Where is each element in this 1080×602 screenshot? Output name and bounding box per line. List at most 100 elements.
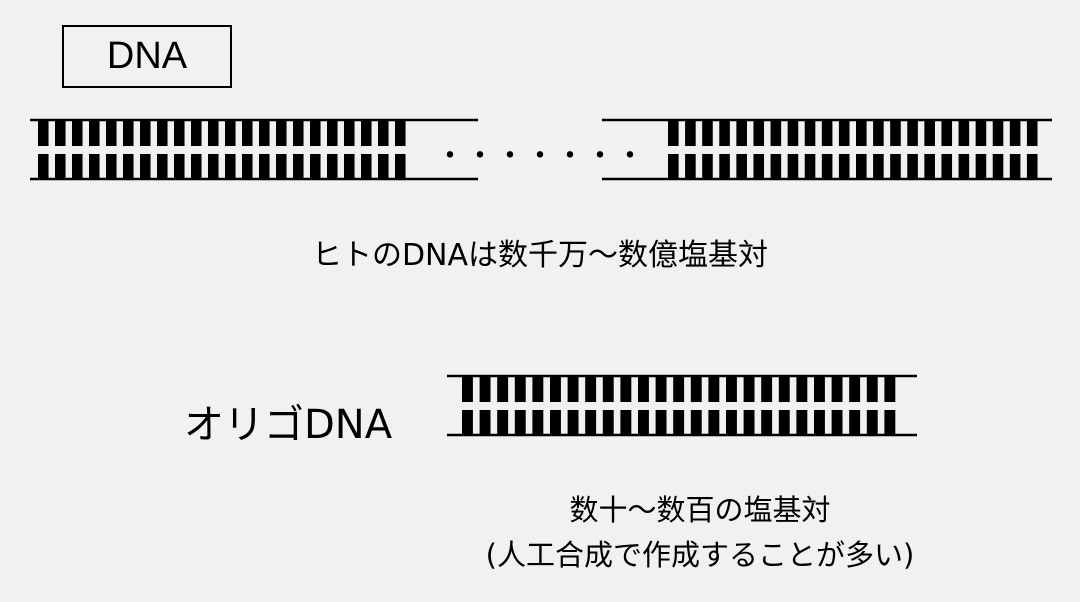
base-block [831, 410, 843, 435]
base-block [585, 377, 597, 402]
base-block [550, 377, 561, 402]
base-block [770, 121, 782, 146]
base-block [514, 377, 526, 402]
base-block [276, 154, 287, 179]
base-block [690, 410, 702, 435]
base-block [726, 377, 737, 402]
base-block [225, 121, 236, 146]
base-block [242, 121, 253, 146]
base-block [620, 377, 632, 402]
base-block [719, 154, 730, 179]
base-block [958, 121, 970, 146]
base-block [567, 410, 579, 435]
base-block [395, 154, 406, 179]
base-block [907, 121, 918, 146]
base-block [770, 154, 782, 179]
base-block [673, 377, 685, 402]
base-block [55, 121, 66, 146]
base-block [585, 410, 597, 435]
dna-title: DNA [106, 35, 188, 77]
base-block [941, 121, 953, 146]
base-block [259, 121, 270, 146]
base-block [378, 121, 389, 146]
base-block [72, 121, 83, 146]
base-block [804, 121, 816, 146]
base-block [602, 377, 614, 402]
oligo-dna-label: オリゴDNA [184, 402, 393, 448]
base-block [361, 121, 372, 146]
base-block [532, 410, 544, 435]
base-block [225, 154, 236, 179]
base-block [924, 154, 935, 179]
base-block [157, 121, 168, 146]
base-block [884, 377, 896, 402]
base-block [673, 410, 685, 435]
base-block [761, 410, 773, 435]
base-block [655, 377, 667, 402]
base-block [567, 377, 579, 402]
base-block [761, 377, 773, 402]
base-block [907, 154, 918, 179]
base-block [479, 377, 491, 402]
base-block [327, 154, 338, 179]
base-block [140, 154, 151, 179]
human-dna-caption: ヒトのDNAは数千万～数億塩基対 [311, 238, 769, 273]
base-block [638, 377, 649, 402]
base-block [38, 154, 49, 179]
base-block [890, 154, 901, 179]
base-block [668, 121, 679, 146]
base-block [497, 410, 509, 435]
base-block [778, 377, 790, 402]
base-block [975, 121, 987, 146]
base-block [479, 410, 491, 435]
base-block [849, 410, 861, 435]
base-block [1009, 121, 1021, 146]
base-block [106, 154, 117, 179]
base-block [532, 377, 544, 402]
base-block [924, 121, 935, 146]
base-block [344, 121, 355, 146]
base-block [796, 377, 808, 402]
base-block [123, 154, 134, 179]
base-block [821, 154, 833, 179]
base-block [726, 410, 737, 435]
base-block [462, 377, 473, 402]
base-block [787, 121, 799, 146]
base-block [395, 121, 406, 146]
base-block [208, 154, 219, 179]
base-block [743, 410, 755, 435]
base-block [89, 154, 100, 179]
base-block [378, 154, 389, 179]
base-block [838, 154, 850, 179]
base-block [1026, 154, 1038, 179]
base-block [958, 154, 970, 179]
base-block [831, 377, 843, 402]
oligo-caption-line-1: 数十～数百の塩基対 [569, 493, 831, 527]
base-block [690, 377, 702, 402]
oligo-caption-line-2: (人工合成で作成することが多い) [485, 538, 915, 572]
base-block [638, 410, 649, 435]
base-block [992, 121, 1004, 146]
base-block [866, 410, 878, 435]
base-block [685, 121, 696, 146]
base-block [191, 154, 202, 179]
base-block [708, 377, 720, 402]
base-block [873, 121, 884, 146]
base-block [873, 154, 884, 179]
base-block [174, 154, 185, 179]
base-block [242, 154, 253, 179]
base-block [259, 154, 270, 179]
base-block [72, 154, 83, 179]
base-block [123, 121, 134, 146]
base-block [736, 154, 747, 179]
base-block [787, 154, 799, 179]
base-block [975, 154, 987, 179]
base-block [157, 154, 168, 179]
base-block [1026, 121, 1038, 146]
base-block [702, 154, 713, 179]
base-block [89, 121, 100, 146]
dna-title-box: DNA [62, 25, 232, 88]
base-block [514, 410, 526, 435]
